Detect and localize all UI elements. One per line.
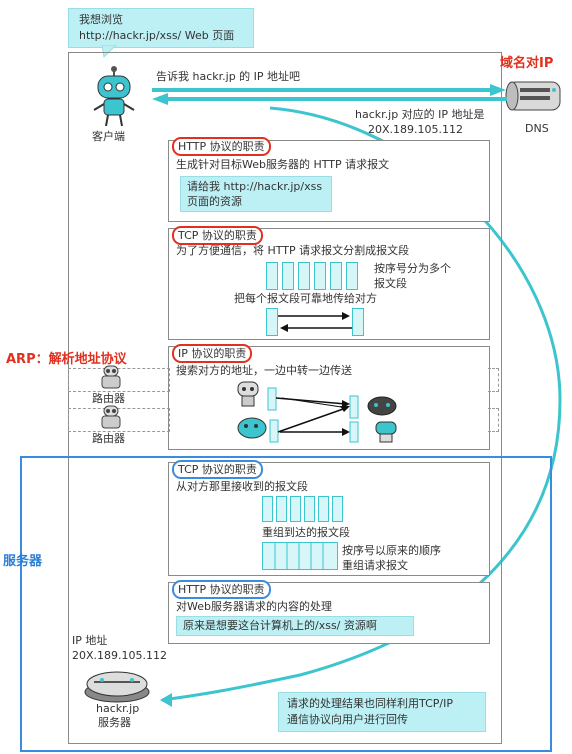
response-note-line1: 请求的处理结果也同样利用TCP/IP — [287, 697, 453, 710]
dns-callout: 域名对IP — [500, 56, 554, 71]
dns-server-icon — [505, 81, 561, 111]
router-label-2: 路由器 — [92, 432, 125, 445]
received-segment — [304, 496, 315, 522]
tcp-client-note-line2: 报文段 — [374, 277, 407, 290]
reliable-transfer-arrows — [278, 312, 352, 332]
server-ip: 20X.189.105.112 — [72, 649, 168, 662]
client-robot-icon — [93, 66, 135, 127]
router-row-2 — [68, 408, 170, 432]
ip-relay-diagram — [237, 381, 397, 443]
server-frame — [20, 456, 552, 752]
router-icon — [101, 365, 121, 389]
segment-block — [298, 262, 310, 290]
http-client-title: HTTP 协议的职责 — [172, 137, 271, 156]
response-note: 请求的处理结果也同样利用TCP/IP 通信协议向用户进行回传 — [278, 692, 486, 732]
dns-query-text: 告诉我 hackr.jp 的 IP 地址吧 — [156, 70, 301, 83]
bubble-line1: 我想浏览 — [79, 13, 123, 26]
speech-bubble: 我想浏览 http://hackr.jp/xss/ Web 页面 — [68, 8, 254, 48]
relay-robot-icon-2 — [375, 421, 397, 443]
client-frame — [68, 52, 502, 744]
http-server-desc: 对Web服务器请求的内容的处理 — [176, 600, 332, 613]
tcp-server-title: TCP 协议的职责 — [172, 460, 263, 479]
tcp-server-note-line2: 重组请求报文 — [342, 559, 408, 572]
tcp-client-title: TCP 协议的职责 — [172, 226, 263, 245]
http-client-desc: 生成针对目标Web服务器的 HTTP 请求报文 — [176, 158, 390, 171]
segment-block — [330, 262, 342, 290]
relay-bug-icon-2 — [367, 396, 397, 416]
ip-layer-title: IP 协议的职责 — [172, 344, 253, 363]
relay-robot-icon — [237, 381, 259, 407]
server-host: hackr.jp — [96, 702, 140, 715]
dns-label: DNS — [525, 122, 549, 135]
server-machine-icon — [84, 671, 150, 703]
http-server-result-box: 原来是想要这台计算机上的/xss/ 资源啊 — [176, 616, 414, 636]
received-segment — [318, 496, 329, 522]
tcp-client-panel — [168, 228, 490, 340]
relay-bug-icon — [237, 417, 267, 439]
segment-block — [266, 262, 278, 290]
ip-layer-desc: 搜索对方的地址，一边中转一边传送 — [176, 364, 352, 377]
tcp-server-reassembled: 重组到达的报文段 — [262, 526, 350, 539]
received-segment — [290, 496, 301, 522]
http-server-title: HTTP 协议的职责 — [172, 580, 271, 599]
router-icon — [101, 405, 121, 429]
tcp-client-note2: 把每个报文段可靠地传给对方 — [234, 292, 377, 305]
bubble-tail — [101, 45, 117, 59]
request-line2: 页面的资源 — [187, 195, 242, 208]
arp-label: ARP：解析地址协议 — [6, 352, 127, 367]
router-row-1 — [68, 368, 170, 392]
segment-receiver — [352, 308, 364, 336]
segment-block — [282, 262, 294, 290]
dns-reply-line2: 20X.189.105.112 — [368, 123, 464, 136]
server-label: 服务器 — [3, 554, 43, 569]
http-server-result: 原来是想要这台计算机上的/xss/ 资源啊 — [183, 619, 377, 632]
dns-reply-line1: hackr.jp 对应的 IP 地址是 — [355, 108, 485, 121]
server-host-label: 服务器 — [98, 716, 131, 729]
reassembled-dividers — [274, 543, 324, 569]
server-ip-label: IP 地址 — [72, 634, 108, 647]
bubble-line2: http://hackr.jp/xss/ Web 页面 — [79, 29, 235, 42]
segment-block — [346, 262, 358, 290]
request-line1: 请给我 http://hackr.jp/xss — [187, 180, 323, 193]
response-note-line2: 通信协议向用户进行回传 — [287, 713, 408, 726]
segment-block — [314, 262, 326, 290]
router-row-2-right — [488, 408, 499, 432]
dns-reply-arrow — [152, 93, 507, 105]
router-row-1-right — [488, 368, 499, 392]
tcp-client-desc: 为了方便通信，将 HTTP 请求报文分割成报文段 — [176, 244, 410, 257]
received-segment — [332, 496, 343, 522]
reassembled-block — [262, 542, 338, 570]
tcp-client-note-line1: 按序号分为多个 — [374, 262, 451, 275]
tcp-server-note-line1: 按序号以原来的顺序 — [342, 544, 441, 557]
http-request-box: 请给我 http://hackr.jp/xss 页面的资源 — [180, 176, 332, 212]
dns-query-arrow — [152, 84, 506, 96]
tcp-server-desc: 从对方那里接收到的报文段 — [176, 480, 308, 493]
received-segment — [262, 496, 273, 522]
client-label: 客户端 — [92, 130, 125, 143]
segment-sender — [266, 308, 278, 336]
received-segment — [276, 496, 287, 522]
router-label-1: 路由器 — [92, 392, 125, 405]
